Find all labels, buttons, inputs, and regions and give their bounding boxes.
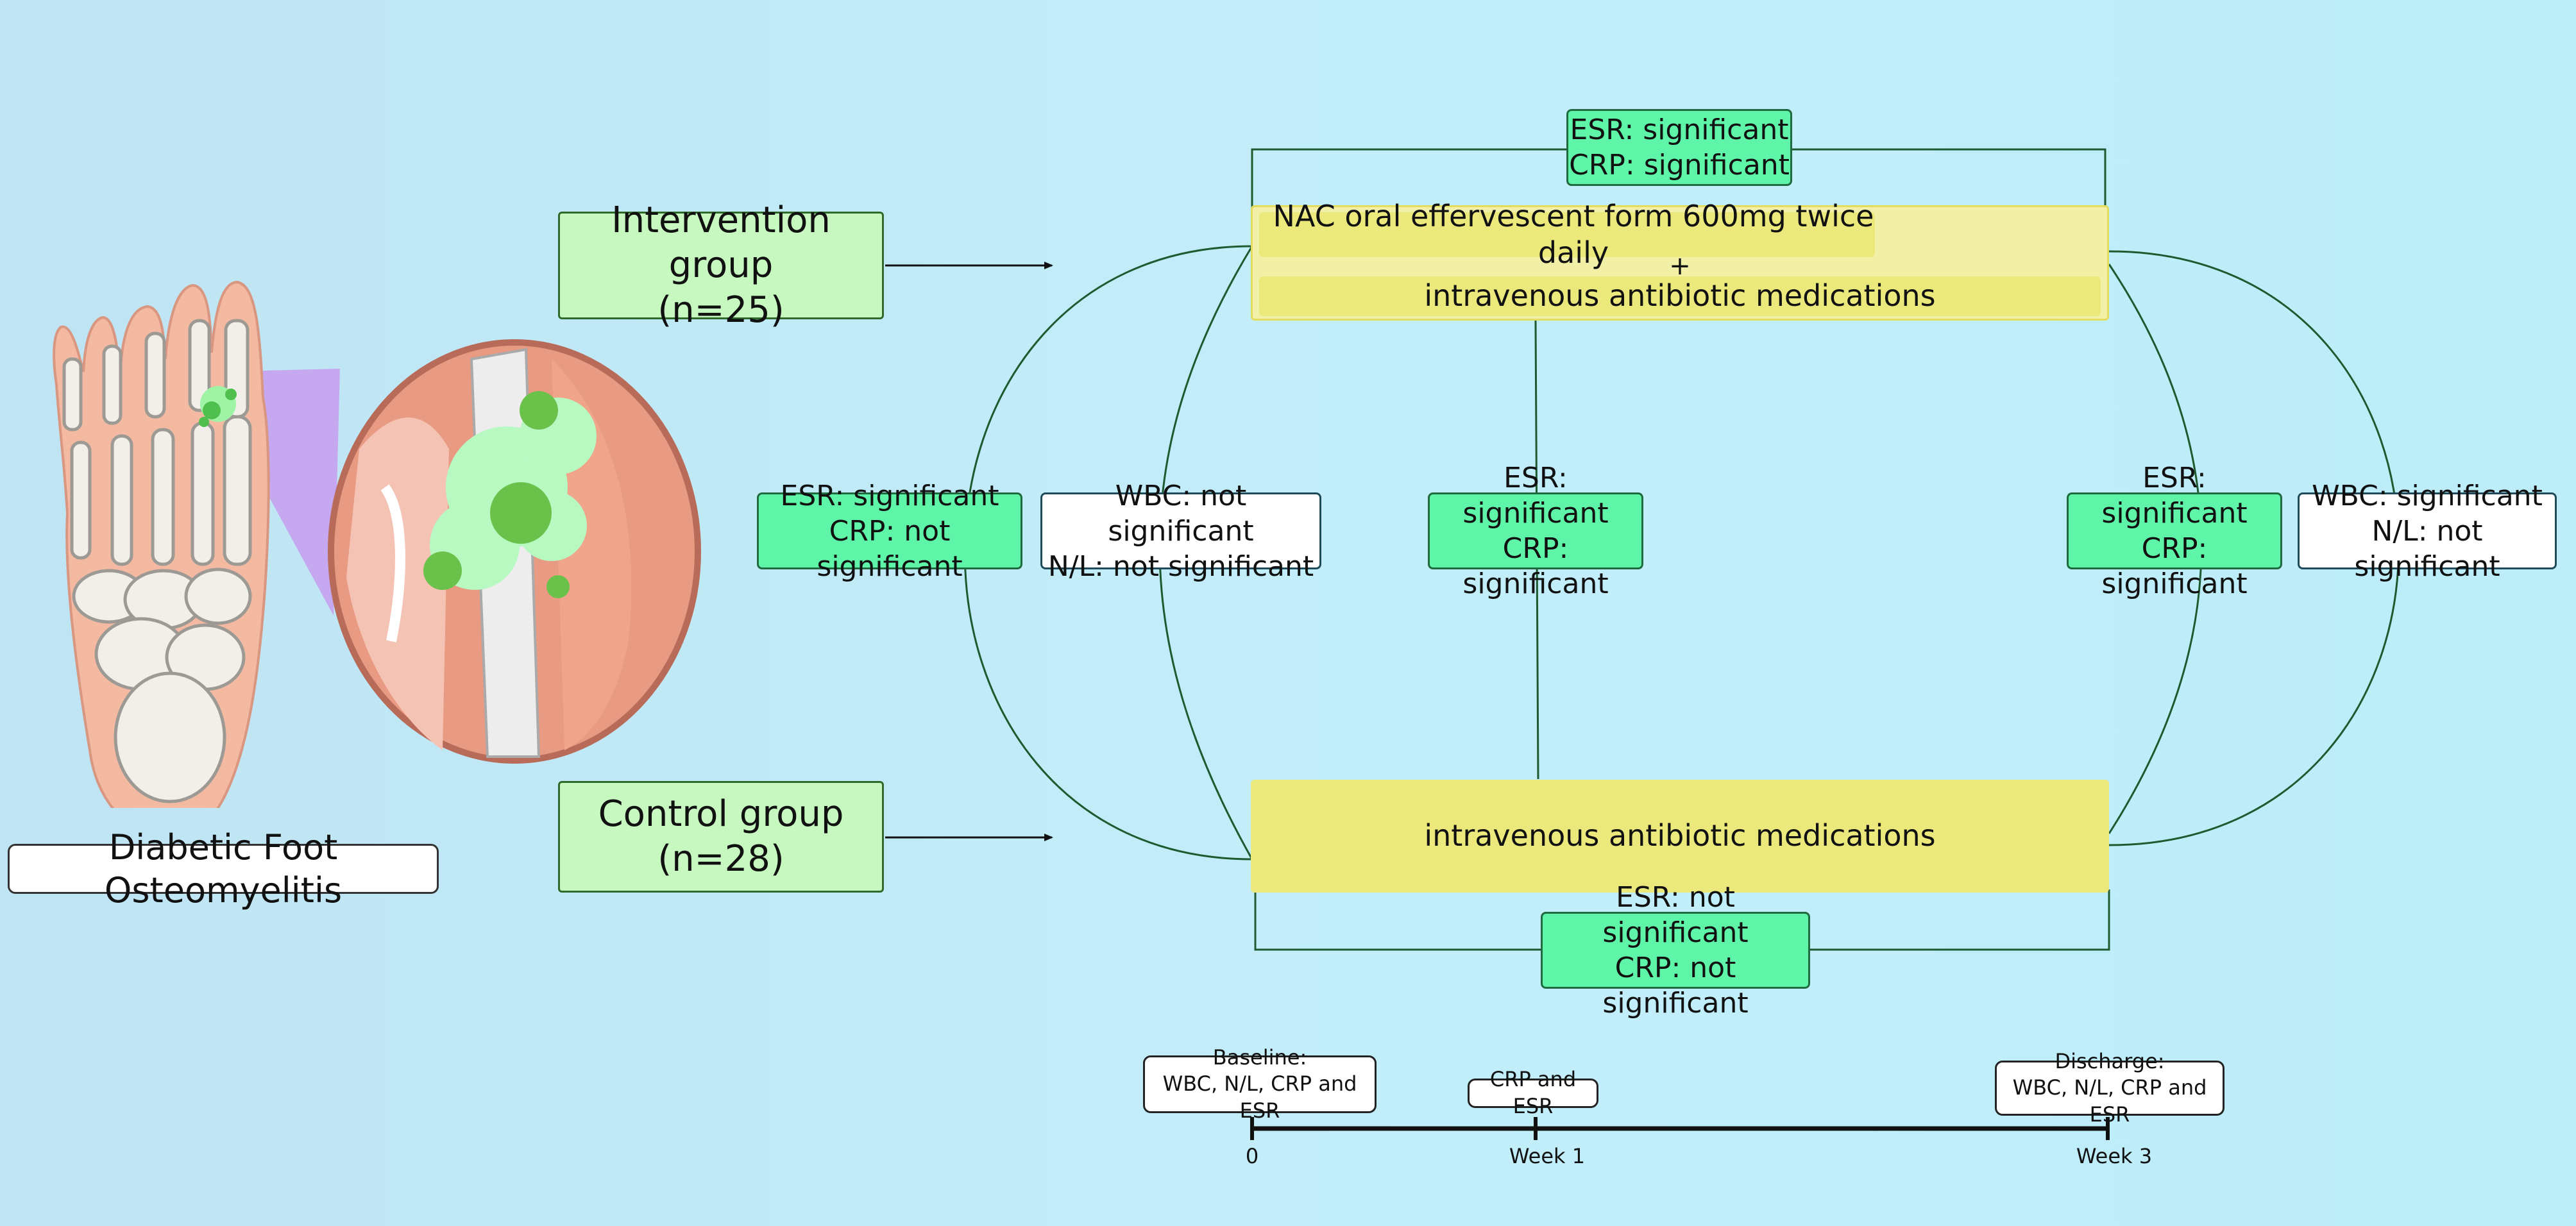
plus-sign: + <box>1669 251 1691 281</box>
condition-label: Diabetic Foot Osteomyelitis <box>8 827 439 911</box>
right-inner-result: ESR: significant CRP: significant <box>2067 462 2282 600</box>
left-inner-result: WBC: not significant N/L: not significan… <box>1040 480 1321 583</box>
control-overall-result: ESR: not significant CRP: not significan… <box>1541 881 1810 1020</box>
intervention-group-box: Intervention group (n=25) <box>558 199 884 331</box>
intervention-group-label: Intervention group <box>611 199 831 286</box>
intervention-group-n: (n=25) <box>657 289 784 331</box>
nac-treatment: NAC oral effervescent form 600mg twice d… <box>1259 199 1875 270</box>
timeline-week1-label: CRP and ESR <box>1468 1067 1598 1118</box>
timeline-discharge-label: Discharge: WBC, N/L, CRP and ESR <box>1995 1049 2224 1127</box>
timeline-baseline-label: Baseline: WBC, N/L, CRP and ESR <box>1143 1045 1377 1123</box>
intervention-treatment-box: NAC oral effervescent form 600mg twice d… <box>1251 199 2109 321</box>
control-group-box: Control group (n=28) <box>558 781 884 893</box>
tick-label-week3: Week 3 <box>2076 1144 2153 1168</box>
control-group-label: Control group <box>598 793 844 835</box>
right-outer-result: WBC: significant N/L: not significant <box>2298 480 2557 583</box>
left-outer-result: ESR: significant CRP: not significant <box>757 480 1022 583</box>
intervention-overall-result: ESR: significant CRP: significant <box>1566 109 1792 186</box>
tick-label-0: 0 <box>1245 1144 1259 1168</box>
tick-label-week1: Week 1 <box>1509 1144 1586 1168</box>
foot-osteomyelitis-illustration <box>53 280 701 808</box>
control-group-n: (n=28) <box>657 838 784 880</box>
control-treatment-box: intravenous antibiotic medications <box>1251 780 2109 893</box>
antibiotic-treatment-intervention: intravenous antibiotic medications <box>1259 276 2101 316</box>
middle-result: ESR: significant CRP: significant <box>1428 462 1643 600</box>
